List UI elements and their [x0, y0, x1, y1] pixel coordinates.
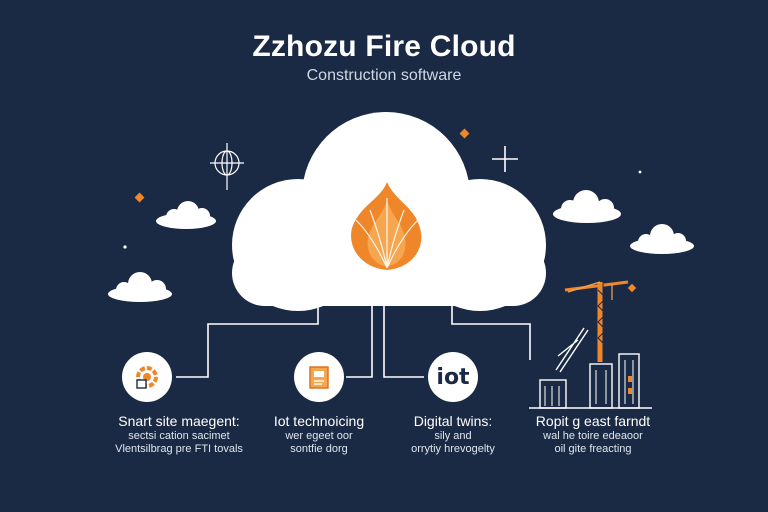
feature-detail: orrytiy hrevogelty: [411, 443, 495, 455]
page-title: Zzhozu Fire Cloud: [252, 30, 516, 63]
feature-detail: Vlentsilbrag pre FTI tovals: [115, 443, 243, 455]
feature-detail: wer egeet oor: [285, 430, 353, 442]
star-dot: [638, 170, 642, 174]
feature-title: Snart site maegent:: [118, 413, 240, 429]
feature-detail: sontfie dorg: [290, 443, 348, 455]
small-cloud-4: [630, 224, 694, 254]
feature-icon-1: [122, 352, 172, 402]
small-cloud-1: [156, 201, 216, 229]
feature-icon-3: iot: [428, 352, 478, 402]
sparkle-icon: [492, 146, 518, 172]
globe-icon: [210, 143, 244, 190]
gear-icon: [136, 366, 158, 389]
feature-detail: sily and: [434, 430, 472, 442]
diamond-decoration: [459, 128, 470, 139]
feature-detail: sectsi cation sacimet: [128, 430, 230, 442]
feature-title: Ropit g east farndt: [535, 413, 651, 429]
connector-line-1: [176, 302, 319, 378]
feature-title: Digital twins:: [413, 413, 493, 429]
connector-line-3: [383, 302, 424, 378]
small-cloud-3: [553, 190, 621, 223]
feature-detail: oil gite freacting: [554, 443, 632, 455]
document-icon: [309, 366, 329, 389]
connector-line-4: [451, 302, 531, 360]
diamond-decoration: [134, 192, 145, 203]
page-subtitle: Construction software: [306, 67, 462, 84]
connector-lines: [176, 302, 531, 378]
feature-caption-4: Ropit g east farndt wal he toire edeaoor…: [508, 413, 678, 456]
connector-line-2: [346, 302, 373, 378]
feature-icon-2: [294, 352, 344, 402]
diamond-decoration: [627, 283, 637, 293]
iot-label: iot: [436, 364, 470, 390]
feature-title: Iot technoicing: [273, 413, 365, 429]
flame-icon: [351, 182, 422, 270]
feature-caption-2: Iot technoicing wer egeet oor sontfie do…: [234, 413, 404, 456]
small-cloud-2: [108, 272, 172, 302]
construction-crane-icon: [529, 280, 652, 409]
star-dot: [123, 245, 127, 249]
feature-caption-1: Snart site maegent: sectsi cation sacime…: [94, 413, 264, 456]
feature-caption-3: Digital twins: sily and orrytiy hrevogel…: [368, 413, 538, 456]
feature-detail: wal he toire edeaoor: [543, 430, 643, 442]
